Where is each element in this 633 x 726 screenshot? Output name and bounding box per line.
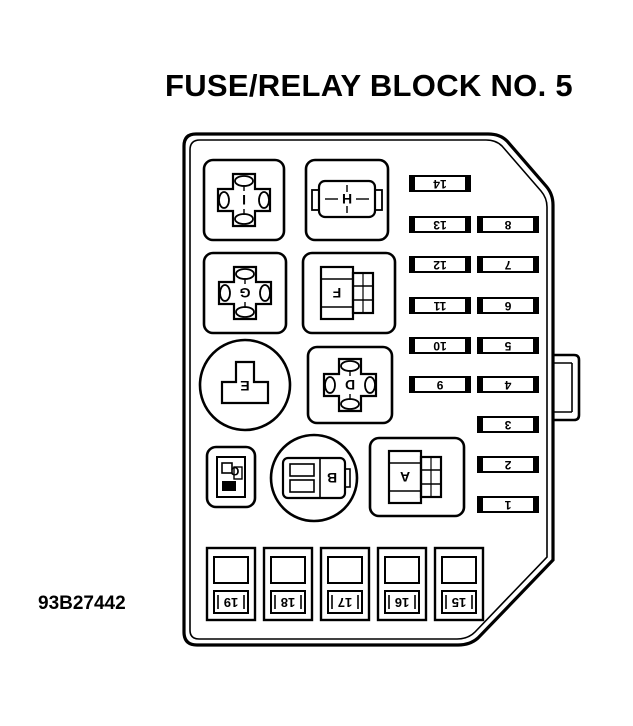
fuse-label: 2 (504, 458, 511, 472)
large-fuse-label: 17 (338, 595, 352, 610)
fuse-label: 7 (504, 258, 511, 272)
fuse-label: 6 (504, 299, 511, 313)
large-fuse-label: 18 (281, 595, 295, 610)
large-fuse-16: 16 (376, 546, 428, 622)
diagram-title: FUSE/RELAY BLOCK NO. 5 (165, 68, 573, 103)
fuse-8: 8 (477, 216, 539, 233)
fuse-5: 5 (477, 337, 539, 354)
relay-f: F (301, 251, 397, 335)
relay-h: H (304, 158, 390, 242)
relay-d: D (306, 345, 394, 425)
fuse-label: 5 (504, 339, 511, 353)
fuse-label: 13 (433, 218, 447, 232)
fuse-11: 11 (409, 297, 471, 314)
large-fuse-label: 16 (395, 595, 409, 610)
fuse-label: 1 (504, 498, 511, 512)
figure-code: 93B27442 (38, 593, 126, 614)
fuse-label: 12 (433, 258, 447, 272)
fuse-13: 13 (409, 216, 471, 233)
fuse-1: 1 (477, 496, 539, 513)
fuse-label: 4 (504, 378, 511, 392)
fuse-label: 8 (504, 218, 511, 232)
relay-label: H (342, 191, 352, 207)
relay-label: B (327, 470, 337, 486)
block-housing (182, 132, 555, 647)
relay-label: A (400, 469, 410, 485)
relay-i: I (202, 158, 286, 242)
large-fuse-17: 17 (319, 546, 371, 622)
fuse-12: 12 (409, 256, 471, 273)
relay-a: A (368, 436, 466, 518)
fuse-10: 10 (409, 337, 471, 354)
fuse-6: 6 (477, 297, 539, 314)
fuse-label: 10 (433, 339, 447, 353)
relay-label: G (239, 285, 250, 301)
relay-b: B (269, 433, 359, 523)
fuse-14: 14 (409, 175, 471, 192)
fuse-9: 9 (409, 376, 471, 393)
relay-label: I (242, 192, 246, 208)
fuse-label: 9 (436, 378, 443, 392)
fuse-label: 14 (433, 177, 447, 191)
large-fuse-18: 18 (262, 546, 314, 622)
fuse-label: 3 (504, 418, 511, 432)
large-fuse-label: 19 (224, 595, 238, 610)
relay-e: E (198, 338, 292, 432)
large-fuse-label: 15 (452, 595, 466, 610)
relay-g: G (202, 251, 288, 335)
fuse-label: 11 (433, 299, 446, 313)
large-fuse-19: 19 (205, 546, 257, 622)
relay-c: C (205, 445, 257, 509)
fuse-3: 3 (477, 416, 539, 433)
relay-label: D (345, 377, 355, 393)
side-latch (553, 353, 581, 422)
fuse-7: 7 (477, 256, 539, 273)
relay-label: C (230, 464, 239, 478)
fuse-2: 2 (477, 456, 539, 473)
relay-label: E (240, 378, 249, 394)
relay-label: F (332, 285, 341, 301)
large-fuse-15: 15 (433, 546, 485, 622)
fuse-4: 4 (477, 376, 539, 393)
